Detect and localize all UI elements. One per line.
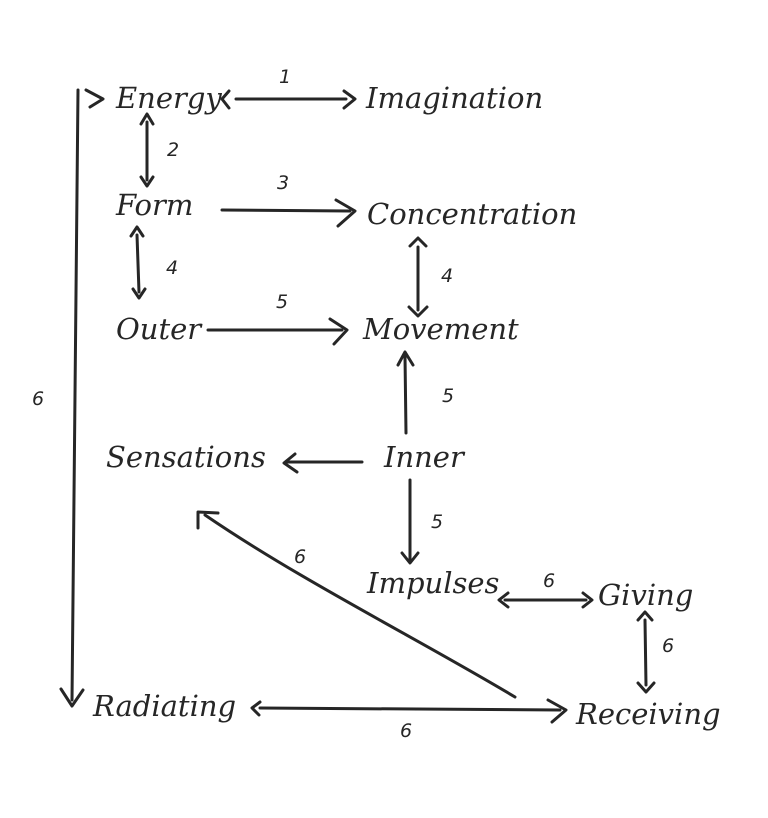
edge-label-energy-imagination: 1 (279, 66, 291, 88)
node-giving: Giving (598, 578, 693, 612)
edge-label-giving-receiving: 6 (662, 635, 674, 657)
edge-form-outer (129, 225, 147, 300)
edge-energy-radiating (59, 88, 105, 708)
edge-form-concentration (220, 198, 357, 228)
edge-receiving-sensations (196, 510, 517, 699)
node-inner: Inner (383, 440, 466, 474)
node-concentration: Concentration (367, 197, 577, 231)
node-impulses: Impulses (366, 566, 499, 600)
node-sensations: Sensations (106, 440, 266, 474)
edge-label-inner-impulses: 5 (431, 511, 443, 533)
edge-concentration-movement (407, 236, 429, 318)
edge-label-radiating-receiving: 6 (400, 720, 412, 742)
edge-label-outer-movement: 5 (276, 291, 288, 313)
edge-energy-form (139, 112, 155, 188)
edge-label-inner-movement: 5 (442, 385, 454, 407)
node-energy: Energy (115, 81, 222, 115)
edge-label-energy-form: 2 (167, 139, 179, 161)
edge-label-receiving-sensations: 6 (294, 546, 306, 568)
node-radiating: Radiating (92, 689, 236, 723)
edge-energy-imagination (220, 89, 357, 110)
node-outer: Outer (116, 312, 203, 346)
node-form: Form (115, 188, 193, 222)
edge-radiating-receiving (250, 698, 568, 724)
edge-label-concentration-movement: 4 (441, 265, 453, 287)
edge-label-form-concentration: 3 (277, 172, 289, 194)
edge-label-impulses-giving: 6 (543, 570, 555, 592)
edge-outer-movement (206, 317, 349, 346)
edge-impulses-giving (497, 591, 594, 609)
edge-inner-sensations (282, 452, 364, 474)
edge-inner-impulses (400, 478, 420, 565)
node-receiving: Receiving (575, 697, 721, 731)
edge-label-energy-radiating: 6 (32, 388, 44, 410)
edge-inner-movement (396, 350, 415, 435)
node-movement: Movement (362, 312, 519, 346)
node-imagination: Imagination (365, 81, 543, 115)
edge-giving-receiving (636, 610, 656, 694)
edge-label-form-outer: 4 (166, 257, 178, 279)
